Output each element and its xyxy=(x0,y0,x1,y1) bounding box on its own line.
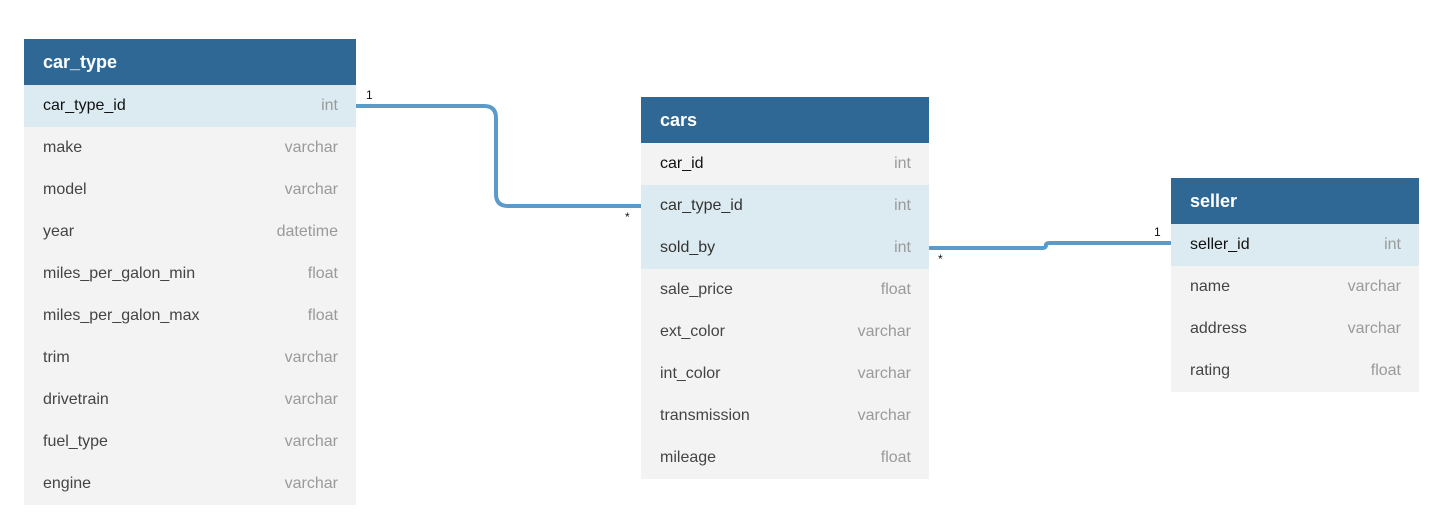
field-name: year xyxy=(43,223,75,240)
field-type: float xyxy=(880,449,911,466)
field-row[interactable]: trim varchar xyxy=(24,337,356,379)
field-row[interactable]: miles_per_galon_max float xyxy=(24,295,356,337)
field-name: fuel_type xyxy=(43,433,108,450)
cardinality-one-seller: 1 xyxy=(1154,225,1161,239)
table-header[interactable]: car_type xyxy=(24,39,356,85)
field-name: transmission xyxy=(660,407,750,424)
field-row[interactable]: seller_id int xyxy=(1171,224,1419,266)
field-type: varchar xyxy=(284,181,338,198)
field-name: car_type_id xyxy=(43,97,126,114)
cardinality-one-car-type: 1 xyxy=(366,88,373,102)
table-car-type[interactable]: car_type car_type_id int make varchar model va… xyxy=(24,39,356,505)
field-type: int xyxy=(894,239,911,256)
field-row[interactable]: int_color varchar xyxy=(641,353,929,395)
field-type: datetime xyxy=(276,223,338,240)
field-name: sale_price xyxy=(660,281,733,298)
field-type: varchar xyxy=(284,139,338,156)
field-name: car_type_id xyxy=(660,197,743,214)
field-row[interactable]: rating float xyxy=(1171,350,1419,392)
field-name: name xyxy=(1190,278,1231,295)
table-header[interactable]: cars xyxy=(641,97,929,143)
field-type: float xyxy=(307,265,338,282)
field-type: varchar xyxy=(1347,278,1401,295)
field-type: varchar xyxy=(284,349,338,366)
field-type: int xyxy=(1384,236,1401,253)
field-type: int xyxy=(894,197,911,214)
field-name: miles_per_galon_min xyxy=(43,265,196,282)
field-row[interactable]: drivetrain varchar xyxy=(24,379,356,421)
field-type: varchar xyxy=(284,475,338,492)
field-name: address xyxy=(1190,320,1247,337)
field-name: make xyxy=(43,139,83,156)
field-type: float xyxy=(1370,362,1401,379)
field-name: trim xyxy=(43,349,70,366)
relationship-line-car-type-cars[interactable] xyxy=(356,104,641,208)
field-name: mileage xyxy=(660,449,717,466)
field-type: varchar xyxy=(857,323,911,340)
field-type: varchar xyxy=(284,391,338,408)
cardinality-many-cars-seller: * xyxy=(938,252,943,266)
field-name: engine xyxy=(43,475,92,492)
field-type: varchar xyxy=(857,365,911,382)
field-type: varchar xyxy=(857,407,911,424)
field-type: int xyxy=(321,97,338,114)
field-row[interactable]: miles_per_galon_min float xyxy=(24,253,356,295)
field-row[interactable]: car_type_id int xyxy=(24,85,356,127)
field-row[interactable]: engine varchar xyxy=(24,463,356,505)
field-row[interactable]: sold_by int xyxy=(641,227,929,269)
field-type: int xyxy=(894,155,911,172)
field-row[interactable]: address varchar xyxy=(1171,308,1419,350)
field-name: model xyxy=(43,181,87,198)
field-row[interactable]: model varchar xyxy=(24,169,356,211)
relationship-line-seller-cars[interactable] xyxy=(929,241,1171,250)
field-row[interactable]: transmission varchar xyxy=(641,395,929,437)
field-row[interactable]: ext_color varchar xyxy=(641,311,929,353)
field-name: int_color xyxy=(660,365,721,382)
field-row[interactable]: car_id int xyxy=(641,143,929,185)
field-row[interactable]: sale_price float xyxy=(641,269,929,311)
field-name: seller_id xyxy=(1190,236,1250,253)
field-row[interactable]: make varchar xyxy=(24,127,356,169)
field-name: sold_by xyxy=(660,239,716,256)
field-row[interactable]: mileage float xyxy=(641,437,929,479)
field-row[interactable]: name varchar xyxy=(1171,266,1419,308)
field-type: float xyxy=(307,307,338,324)
field-name: rating xyxy=(1190,362,1231,379)
field-type: varchar xyxy=(284,433,338,450)
field-row[interactable]: car_type_id int xyxy=(641,185,929,227)
field-name: drivetrain xyxy=(43,391,109,408)
field-row[interactable]: fuel_type varchar xyxy=(24,421,356,463)
field-name: car_id xyxy=(660,155,704,172)
table-seller[interactable]: seller seller_id int name varchar address varc… xyxy=(1171,178,1419,392)
field-name: miles_per_galon_max xyxy=(43,307,200,324)
field-type: float xyxy=(880,281,911,298)
cardinality-many-cars-type: * xyxy=(625,210,630,224)
field-row[interactable]: year datetime xyxy=(24,211,356,253)
table-header[interactable]: seller xyxy=(1171,178,1419,224)
field-name: ext_color xyxy=(660,323,725,340)
field-type: varchar xyxy=(1347,320,1401,337)
